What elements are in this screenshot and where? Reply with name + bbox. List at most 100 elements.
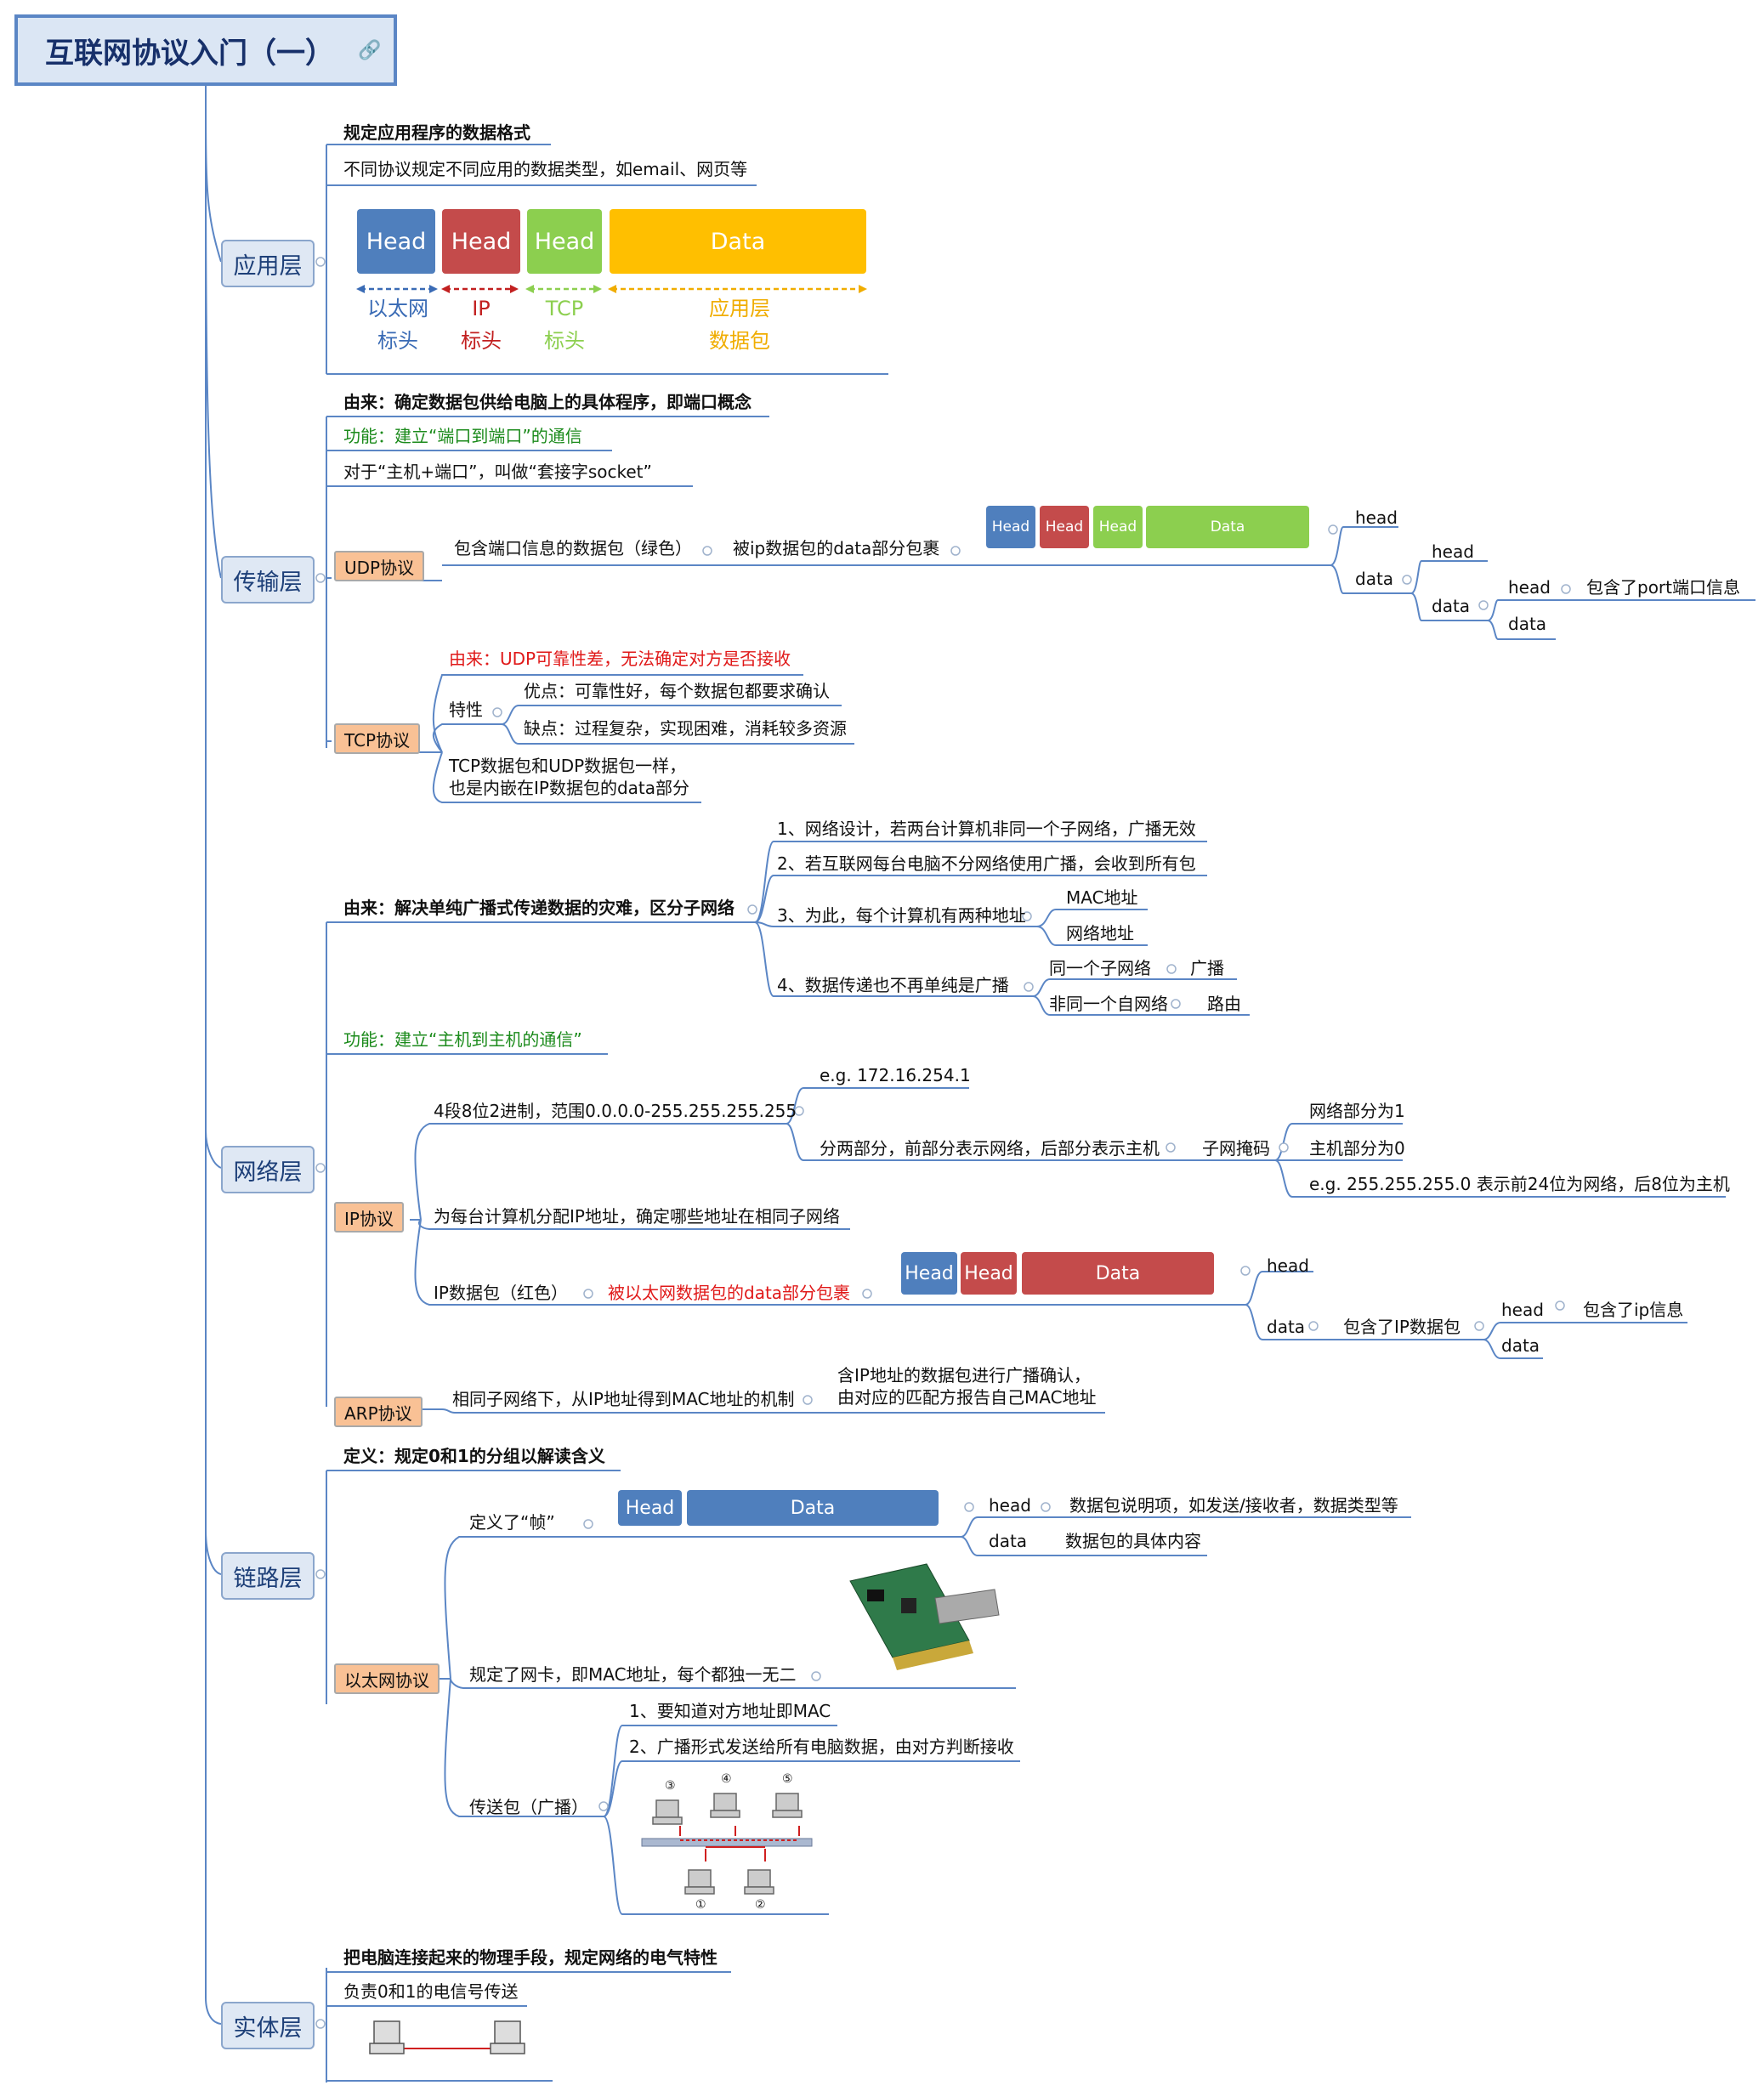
node-3: ③: [665, 1779, 676, 1793]
ethernet-protocol[interactable]: 以太网协议: [334, 1663, 440, 1694]
udp-tree-data-1: data: [1355, 569, 1394, 589]
udp-pk-data: Data: [1146, 506, 1309, 548]
network-item-1: 1、网络设计，若两台计算机非同一个子网络，广播无效: [777, 819, 1196, 839]
app-packet-tcp-head: Head: [527, 209, 602, 274]
tcp-nest-1: TCP数据包和UDP数据包一样，: [449, 756, 687, 776]
link-icon[interactable]: 🔗: [358, 39, 382, 61]
ip-packet: IP数据包（红色）: [434, 1283, 568, 1303]
ip-tree-data: data: [1267, 1317, 1306, 1337]
tcp-pro: 优点：可靠性好，每个数据包都要求确认: [524, 681, 830, 701]
network-item-3: 3、为此，每个计算机有两种地址: [777, 905, 1026, 926]
layer-application[interactable]: 应用层: [221, 240, 315, 287]
network-item-2: 2、若互联网每台电脑不分网络使用广播，会收到所有包: [777, 853, 1196, 874]
app-packet-eth-head: Head: [357, 209, 435, 274]
mac-address: MAC地址: [1066, 887, 1138, 908]
label-ethernet-header: 以太网标头: [367, 297, 428, 353]
udp-tree-head-2: head: [1432, 541, 1474, 562]
ip-pk-data: Data: [1022, 1252, 1214, 1295]
ip-range: 4段8位2进制，范围0.0.0.0-255.255.255.255: [434, 1101, 797, 1121]
diff-subnet: 非同一个自网络: [1049, 994, 1168, 1014]
udp-pk-head-1: Head: [986, 506, 1035, 548]
frame-head-desc: 数据包说明项，如发送/接收者，数据类型等: [1069, 1495, 1398, 1516]
ip-pk-head-2: Head: [961, 1252, 1017, 1295]
transport-func: 功能：建立“端口到端口”的通信: [343, 426, 582, 446]
label-app-packet: 应用层数据包: [709, 297, 770, 353]
udp-pk-head-2: Head: [1040, 506, 1089, 548]
ip-tree-contains: 包含了IP数据包: [1343, 1317, 1461, 1337]
network-address: 网络地址: [1066, 923, 1134, 944]
ip-parts: 分两部分，前部分表示网络，后部分表示主机: [820, 1138, 1160, 1159]
udp-note-2: 被ip数据包的data部分包裹: [733, 538, 940, 558]
frame-data: Data: [687, 1490, 939, 1526]
mask-example: e.g. 255.255.255.0 表示前24位为网络，后8位为主机: [1309, 1174, 1730, 1194]
udp-tree-data-3: data: [1508, 614, 1547, 634]
tcp-protocol[interactable]: TCP协议: [334, 723, 421, 754]
subnet-mask: 子网掩码: [1202, 1138, 1270, 1159]
tcp-nest-2: 也是内嵌在IP数据包的data部分: [449, 778, 690, 798]
frame-def: 定义了“帧”: [469, 1512, 555, 1533]
broadcast-diagram: [641, 1793, 813, 1895]
tcp-origin: 由来：UDP可靠性差，无法确定对方是否接收: [449, 649, 791, 669]
send-step-2: 2、广播形式发送给所有电脑数据，由对方判断接收: [629, 1737, 1014, 1757]
frame-tree-data: data: [989, 1531, 1028, 1551]
udp-tree-head-3: head: [1508, 577, 1551, 598]
layer-physical[interactable]: 实体层: [221, 2002, 315, 2049]
ip-tree-head: head: [1267, 1255, 1309, 1276]
transport-origin: 由来：确定数据包供给电脑上的具体程序，即端口概念: [343, 392, 752, 412]
broadcast: 广播: [1190, 958, 1224, 978]
ip-tree-head-2: head: [1501, 1300, 1544, 1320]
tcp-con: 缺点：过程复杂，实现困难，消耗较多资源: [524, 718, 847, 739]
physical-computers-diagram: [369, 2020, 525, 2054]
network-origin: 由来：解决单纯广播式传递数据的灾难，区分子网络: [343, 898, 735, 918]
arp-detail-1: 含IP地址的数据包进行广播确认，: [837, 1365, 1091, 1386]
app-packet-data: Data: [610, 209, 866, 274]
transport-socket: 对于“主机+端口”，叫做“套接字socket”: [343, 462, 652, 482]
layer-link[interactable]: 链路层: [221, 1552, 315, 1600]
ip-protocol[interactable]: IP协议: [334, 1202, 404, 1232]
node-5: ⑤: [782, 1772, 793, 1786]
ip-info: 包含了ip信息: [1583, 1300, 1684, 1320]
udp-pk-head-3: Head: [1093, 506, 1143, 548]
tcp-feature: 特性: [449, 700, 483, 720]
udp-tree-data-2: data: [1432, 596, 1471, 616]
ip-tree-data-2: data: [1501, 1335, 1540, 1356]
arp-detail-2: 由对应的匹配方报告自己MAC地址: [837, 1387, 1097, 1408]
app-detail: 不同协议规定不同应用的数据类型，如email、网页等: [343, 159, 748, 179]
network-card-image: [849, 1563, 1000, 1670]
ip-assign: 为每台计算机分配IP地址，确定哪些地址在相同子网络: [434, 1206, 840, 1227]
app-packet-ip-head: Head: [442, 209, 520, 274]
udp-tree-head-1: head: [1355, 507, 1398, 528]
node-2: ②: [755, 1898, 766, 1912]
ip-pk-head-1: Head: [901, 1252, 957, 1295]
routing: 路由: [1207, 994, 1241, 1014]
layer-transport[interactable]: 传输层: [221, 556, 315, 604]
frame-data-desc: 数据包的具体内容: [1065, 1531, 1201, 1551]
arp-desc: 相同子网络下，从IP地址得到MAC地址的机制: [452, 1389, 795, 1409]
mask-net-1: 网络部分为1: [1309, 1101, 1405, 1121]
node-4: ④: [721, 1772, 732, 1786]
layer-network[interactable]: 网络层: [221, 1146, 315, 1193]
nic-def: 规定了网卡，即MAC地址，每个都独一无二: [469, 1664, 797, 1685]
network-item-4: 4、数据传递也不再单纯是广播: [777, 975, 1009, 995]
frame-head: Head: [618, 1490, 682, 1526]
frame-tree-head: head: [989, 1495, 1031, 1516]
ip-wrapped: 被以太网数据包的data部分包裹: [608, 1283, 851, 1303]
root-title: 互联网协议入门（一）: [45, 36, 334, 71]
mask-host-0: 主机部分为0: [1309, 1138, 1405, 1159]
udp-protocol[interactable]: UDP协议: [334, 551, 425, 581]
send-packet: 传送包（广播）: [469, 1797, 588, 1817]
root-topic[interactable]: 互联网协议入门（一） 🔗: [14, 14, 397, 86]
send-step-1: 1、要知道对方地址即MAC: [629, 1701, 831, 1721]
node-1: ①: [695, 1898, 706, 1912]
link-def: 定义：规定0和1的分组以解读含义: [343, 1446, 605, 1466]
ip-example: e.g. 172.16.254.1: [820, 1065, 971, 1085]
physical-detail: 负责0和1的电信号传送: [343, 1981, 519, 2002]
same-subnet: 同一个子网络: [1049, 958, 1151, 978]
udp-note-1: 包含端口信息的数据包（绿色）: [454, 538, 692, 558]
arp-protocol[interactable]: ARP协议: [334, 1397, 423, 1427]
physical-def: 把电脑连接起来的物理手段，规定网络的电气特性: [343, 1947, 718, 1968]
app-desc: 规定应用程序的数据格式: [343, 122, 530, 143]
